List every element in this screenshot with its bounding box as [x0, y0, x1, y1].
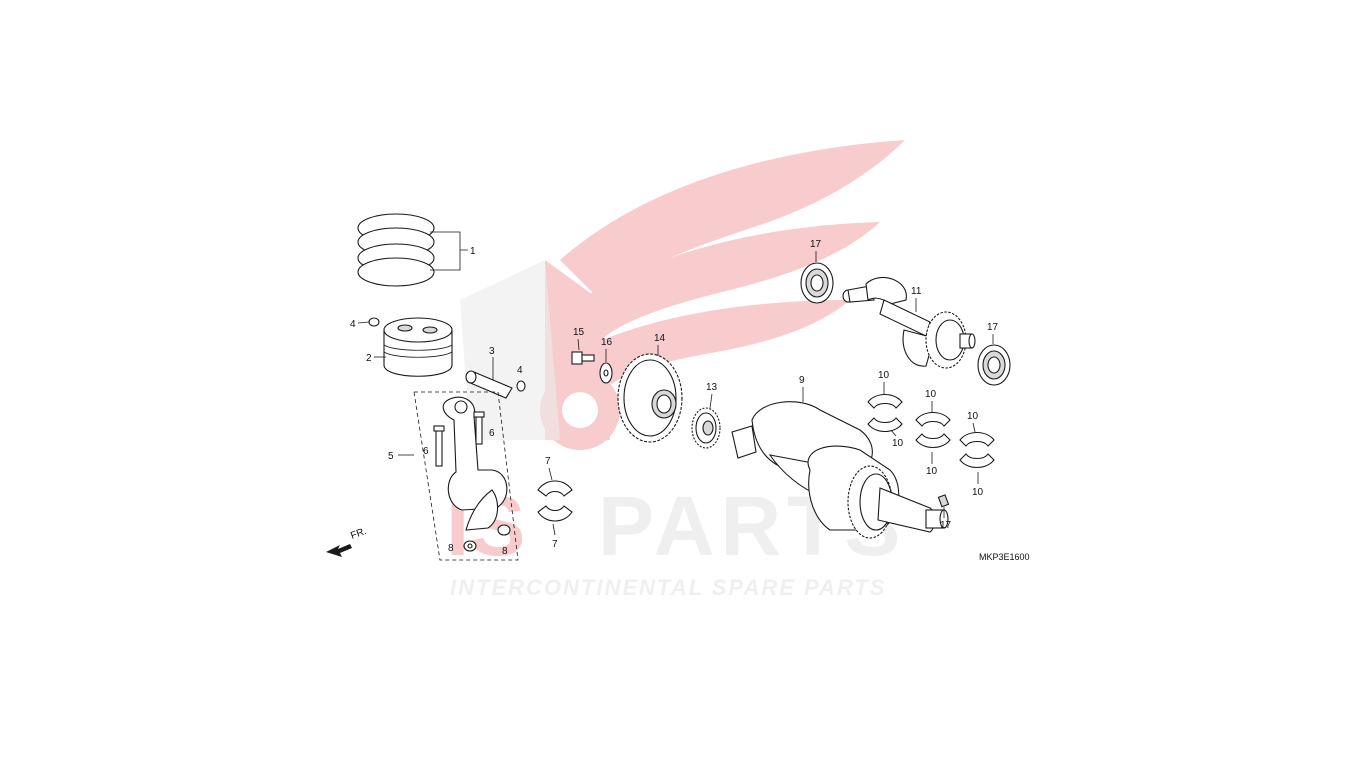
callout-8-b: 8: [502, 546, 508, 557]
main-bearing-1: [867, 393, 903, 433]
conrod-nut-left: [463, 540, 477, 552]
callout-14: 15: [573, 327, 585, 338]
callout-16: 17: [940, 520, 952, 531]
callout-10-e: 10: [967, 411, 979, 422]
conrod-nut-right: [497, 524, 511, 536]
piston-pin-clip: [368, 317, 380, 327]
callout-17-b: 17: [987, 322, 999, 333]
callout-10-d: 10: [926, 466, 938, 477]
callout-12: 13: [706, 382, 718, 393]
bearing-17-right: [977, 344, 1011, 386]
woodruff-key: [937, 494, 950, 508]
callout-2: 2: [366, 353, 372, 364]
callout-6-a: 6: [423, 446, 429, 457]
piston-rings: [357, 213, 468, 287]
conrod-bolt-right: [473, 411, 485, 445]
callout-15: 16: [601, 337, 613, 348]
washer-15: [599, 362, 613, 384]
bolt-14: [571, 351, 595, 365]
front-label: FR.: [349, 526, 368, 542]
crankshaft: [731, 401, 949, 539]
callout-7-a: 7: [545, 456, 551, 467]
diagram-code: MKP3E1600: [979, 552, 1030, 562]
callout-4-b: 4: [517, 365, 523, 376]
callout-9: 9: [799, 375, 805, 386]
callout-11: 11: [911, 286, 922, 297]
callout-13: 14: [654, 333, 666, 344]
piston-pin: [465, 370, 513, 399]
callout-3: 3: [489, 346, 495, 357]
connecting-rod: [442, 396, 508, 531]
callout-10-c: 10: [925, 389, 937, 400]
callout-4-a: 4: [350, 319, 356, 330]
front-arrow: FR.: [326, 526, 368, 557]
callout-6-b: 6: [489, 428, 495, 439]
callout-17-a: 17: [810, 239, 822, 250]
conrod-bearing: [537, 480, 573, 522]
callout-1: 1: [470, 246, 476, 257]
watermark-tagline: INTERCONTINENTAL SPARE PARTS: [450, 575, 887, 600]
wing-logo: [460, 140, 905, 450]
piston-pin-clip-2: [516, 380, 526, 392]
gear-12: [691, 407, 721, 449]
callout-10-f: 10: [972, 487, 984, 498]
conrod-kit-outline: [413, 391, 519, 561]
piston: [383, 317, 453, 377]
bearing-17-top: [800, 262, 834, 304]
callout-8-a: 8: [448, 543, 454, 554]
callout-10-a: 10: [878, 370, 890, 381]
main-bearing-2: [915, 411, 951, 449]
watermark: IS PARTS INTERCONTINENTAL SPARE PARTS: [446, 140, 905, 600]
callout-5: 5: [388, 451, 394, 462]
main-bearing-3: [959, 431, 995, 469]
callout-7-b: 7: [552, 539, 558, 550]
balancer-shaft: [842, 276, 976, 369]
conrod-bolt-left: [433, 425, 445, 467]
callout-10-b: 10: [892, 438, 904, 449]
primary-drive-gear: [617, 353, 683, 443]
